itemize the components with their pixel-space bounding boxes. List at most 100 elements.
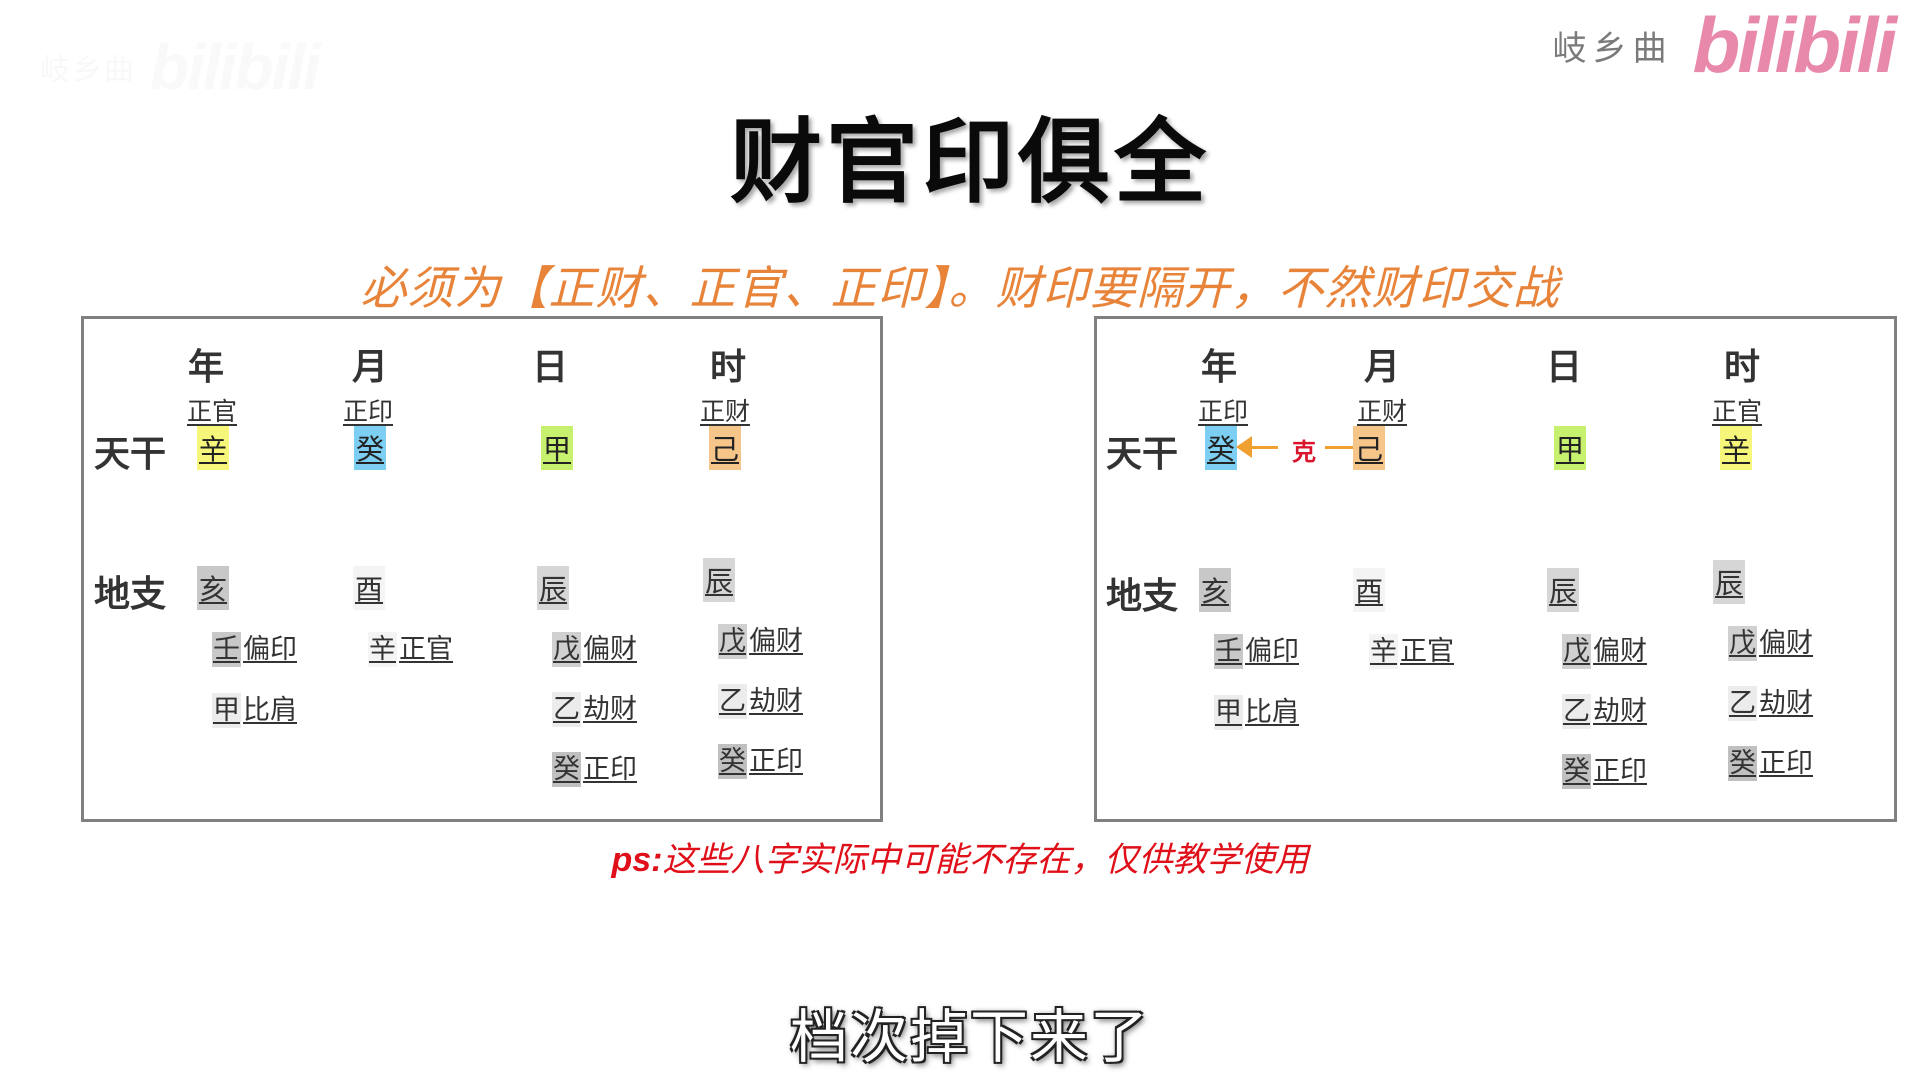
hidden-stem: 辛 xyxy=(368,632,397,667)
stem-year: 辛 xyxy=(197,426,230,470)
branch-year: 亥 xyxy=(197,566,230,610)
hidden-stem-item: 壬偏印 xyxy=(1214,629,1299,669)
hidden-stem: 癸 xyxy=(552,752,581,787)
slide-title: 财官印俱全 xyxy=(729,108,1210,216)
hidden-stem-item: 癸正印 xyxy=(718,739,803,779)
hidden-stem: 戊 xyxy=(1728,626,1757,661)
hidden-stem: 乙 xyxy=(1728,686,1757,721)
hidden-god: 正官 xyxy=(1400,636,1454,667)
column-year: 年 xyxy=(1201,347,1238,388)
hidden-stem: 乙 xyxy=(552,692,581,727)
hidden-stem-item: 乙劫财 xyxy=(1728,681,1813,721)
hidden-stem: 癸 xyxy=(1562,754,1591,789)
hidden-stem: 癸 xyxy=(718,744,747,779)
stem-year: 癸 xyxy=(1205,426,1238,470)
ten-god-year: 正印 xyxy=(1198,397,1249,426)
hidden-stem: 辛 xyxy=(1369,634,1398,669)
row-label-branches: 地支 xyxy=(1106,576,1179,617)
hidden-god: 偏财 xyxy=(1759,628,1813,659)
stem-day: 甲 xyxy=(541,426,574,470)
hidden-stem-item: 癸正印 xyxy=(552,747,637,787)
watermark-left: 岐乡曲 bilibili xyxy=(40,30,321,104)
hidden-stem: 戊 xyxy=(552,632,581,667)
hidden-stem-item: 戊偏财 xyxy=(552,627,637,667)
branch-month: 酉 xyxy=(1353,568,1386,612)
ten-god-month: 正印 xyxy=(343,397,394,426)
hidden-stem: 癸 xyxy=(1728,746,1757,781)
hidden-god: 正印 xyxy=(583,754,637,785)
hidden-stem: 甲 xyxy=(1214,695,1243,730)
hidden-god: 偏财 xyxy=(1593,636,1647,667)
branch-hour: 辰 xyxy=(703,558,736,602)
hidden-stem: 壬 xyxy=(1214,634,1243,669)
hidden-stem: 乙 xyxy=(1562,694,1591,729)
hidden-god: 正印 xyxy=(1593,756,1647,787)
bilibili-logo-icon: bilibili xyxy=(150,31,321,103)
hidden-god: 劫财 xyxy=(749,686,803,717)
hidden-stem-item: 癸正印 xyxy=(1728,741,1813,781)
ten-god-year: 正官 xyxy=(187,397,238,426)
hidden-god: 正官 xyxy=(399,634,453,665)
column-month: 月 xyxy=(1364,347,1401,388)
hidden-god: 偏印 xyxy=(243,634,297,665)
hidden-stem: 戊 xyxy=(1562,634,1591,669)
hidden-stem: 壬 xyxy=(212,632,241,667)
branch-year: 亥 xyxy=(1199,568,1232,612)
hidden-stem-item: 戊偏财 xyxy=(1728,621,1813,661)
video-subtitle-caption: 档次掉下来了 xyxy=(789,1003,1150,1071)
hidden-stem: 甲 xyxy=(212,693,241,728)
note-text: 这些八字实际中可能不存在，仅供教学使用 xyxy=(662,841,1309,879)
row-label-branches: 地支 xyxy=(94,574,167,615)
row-label-stems: 天干 xyxy=(1106,434,1179,475)
arrow-line xyxy=(1250,446,1278,449)
slide-subtitle: 必须为【正财、正官、正印】。财印要隔开，不然财印交战 xyxy=(360,261,1560,315)
hidden-stem-item: 戊偏财 xyxy=(1562,629,1647,669)
row-label-stems: 天干 xyxy=(94,434,167,475)
stem-hour: 己 xyxy=(709,426,742,470)
hidden-god: 偏财 xyxy=(749,626,803,657)
stem-month: 己 xyxy=(1353,426,1386,470)
hidden-god: 比肩 xyxy=(1245,697,1299,728)
ten-god-hour: 正官 xyxy=(1712,397,1763,426)
hidden-stem-item: 壬偏印 xyxy=(212,627,297,667)
hidden-god: 劫财 xyxy=(1759,688,1813,719)
branch-day: 辰 xyxy=(1547,568,1580,612)
hidden-stem-item: 甲比肩 xyxy=(1214,690,1299,730)
watermark-left-text: 岐乡曲 xyxy=(40,53,136,88)
hidden-stem-item: 乙劫财 xyxy=(1562,689,1647,729)
column-day: 日 xyxy=(1546,347,1583,388)
arrow-line xyxy=(1325,446,1353,449)
hidden-stem-item: 甲比肩 xyxy=(212,688,297,728)
branch-hour: 辰 xyxy=(1713,560,1746,604)
hidden-stem-item: 戊偏财 xyxy=(718,619,803,659)
hidden-stem-item: 乙劫财 xyxy=(718,679,803,719)
hidden-stem: 乙 xyxy=(718,684,747,719)
hidden-stem-item: 癸正印 xyxy=(1562,749,1647,789)
hidden-god: 正印 xyxy=(749,746,803,777)
hidden-stem: 戊 xyxy=(718,624,747,659)
hidden-god: 比肩 xyxy=(243,695,297,726)
hidden-stem-item: 辛正官 xyxy=(1369,629,1454,669)
hidden-god: 偏印 xyxy=(1245,636,1299,667)
hidden-stem-item: 乙劫财 xyxy=(552,687,637,727)
column-hour: 时 xyxy=(1724,347,1761,388)
stem-day: 甲 xyxy=(1554,426,1587,470)
column-day: 日 xyxy=(532,347,569,388)
column-month: 月 xyxy=(352,347,389,388)
branch-month: 酉 xyxy=(353,566,386,610)
column-hour: 时 xyxy=(710,347,747,388)
hidden-god: 劫财 xyxy=(583,694,637,725)
stem-month: 癸 xyxy=(354,426,387,470)
bilibili-logo-icon: bilibili xyxy=(1692,1,1897,89)
stem-hour: 辛 xyxy=(1720,426,1753,470)
ten-god-hour: 正财 xyxy=(700,397,751,426)
hidden-god: 正印 xyxy=(1759,748,1813,779)
ke-label: 克 xyxy=(1292,438,1316,466)
column-year: 年 xyxy=(188,347,225,388)
arrow-left-icon xyxy=(1236,436,1252,458)
watermark-right: 岐乡曲 bilibili xyxy=(1552,1,1897,89)
hidden-god: 偏财 xyxy=(583,634,637,665)
watermark-right-text: 岐乡曲 xyxy=(1552,28,1673,69)
disclaimer-note: ps:这些八字实际中可能不存在，仅供教学使用 xyxy=(0,832,1920,881)
hidden-stem-item: 辛正官 xyxy=(368,627,453,667)
